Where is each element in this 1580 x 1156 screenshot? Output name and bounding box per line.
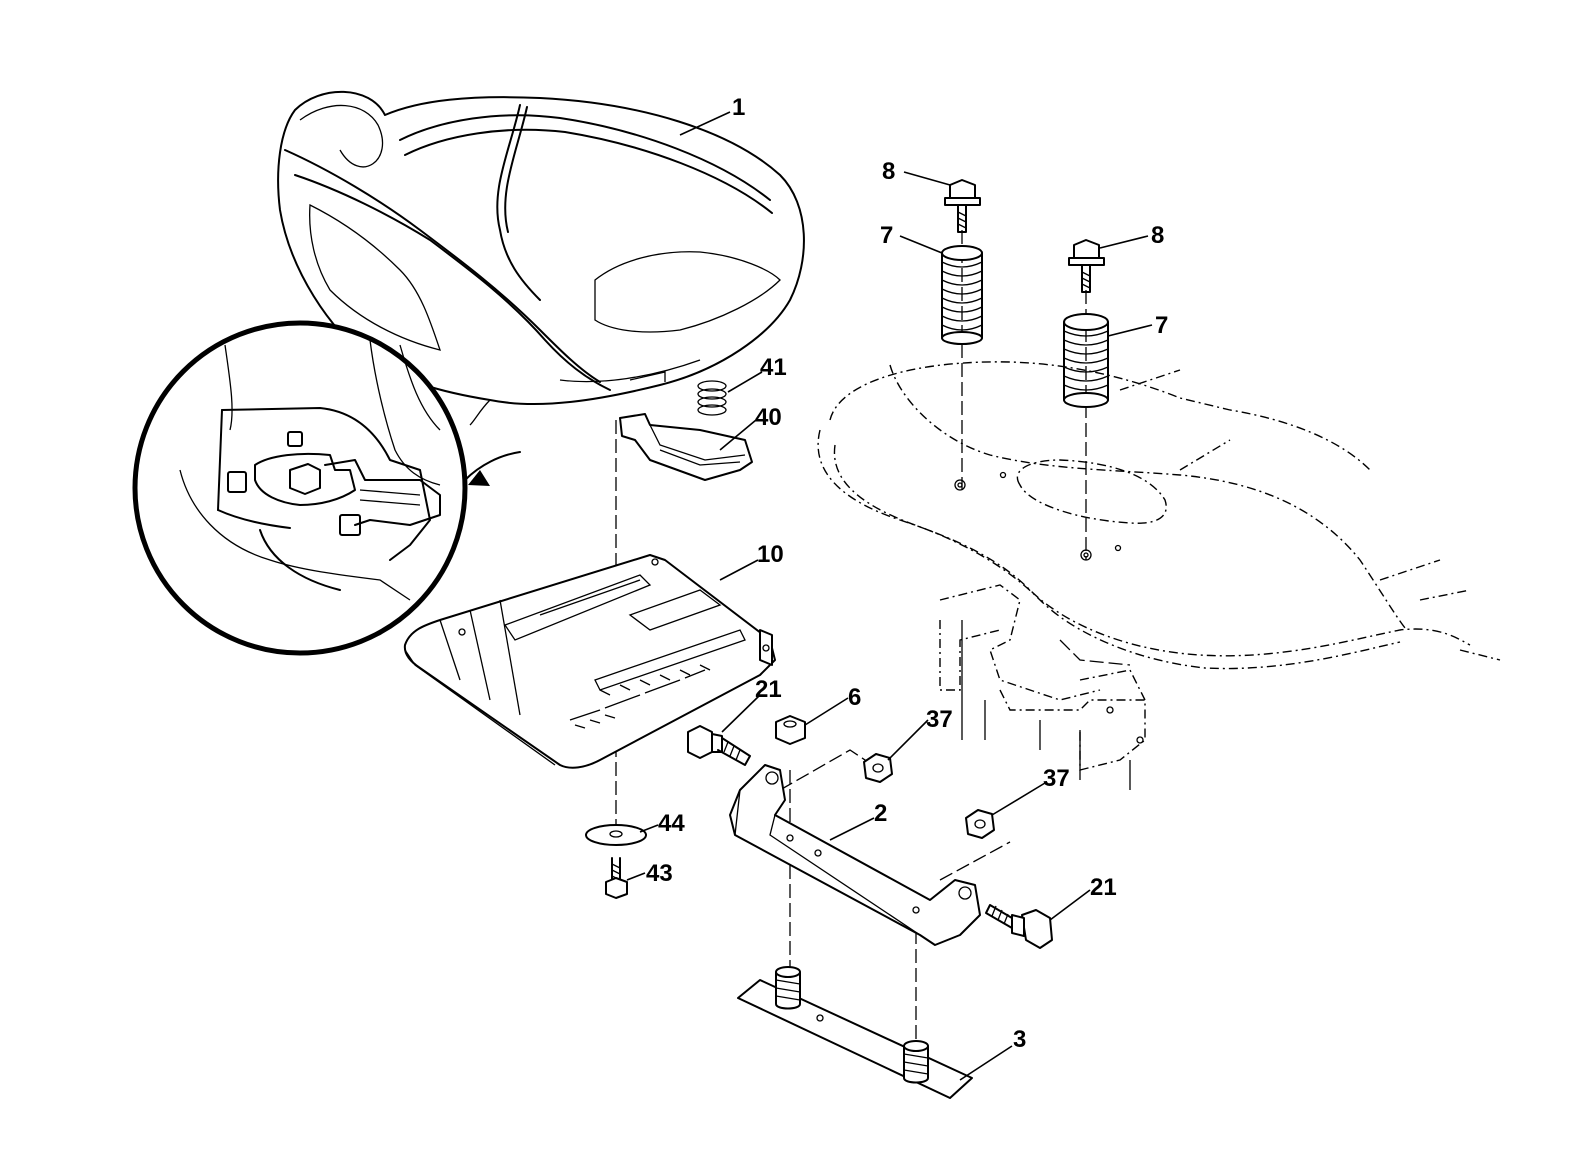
callout-40: 40 <box>755 404 782 431</box>
callout-41: 41 <box>760 354 787 381</box>
fender-outline <box>817 361 1501 790</box>
bracket-2 <box>729 764 981 946</box>
callout-7-left: 7 <box>880 222 894 249</box>
callout-6: 6 <box>848 684 862 711</box>
callout-37-lower: 37 <box>1043 765 1070 792</box>
callout-3: 3 <box>1013 1026 1027 1053</box>
bolt-43 <box>605 857 628 899</box>
leader-lines <box>626 111 1153 1081</box>
clip-40 <box>619 413 753 481</box>
callout-10: 10 <box>757 541 784 568</box>
detail-view-circle <box>132 320 521 656</box>
callout-44: 44 <box>658 810 685 837</box>
washer-44 <box>585 824 647 846</box>
base-plate-3 <box>737 966 973 1099</box>
callout-8-left: 8 <box>882 158 896 185</box>
spring-41 <box>697 380 727 416</box>
nut-37-upper <box>863 753 893 783</box>
callout-21-right: 21 <box>1090 874 1117 901</box>
callout-43: 43 <box>646 860 673 887</box>
shoulder-bolt-21-left <box>687 725 751 766</box>
seat-pan-10 <box>403 554 776 769</box>
seat-part-1 <box>277 90 805 426</box>
bolt-8-left <box>944 179 981 233</box>
callout-8-right: 8 <box>1151 222 1165 249</box>
shoulder-bolt-21-right <box>985 904 1053 949</box>
callout-2: 2 <box>874 800 888 827</box>
nut-6 <box>775 715 806 745</box>
callout-7-right: 7 <box>1155 312 1169 339</box>
callout-21-left: 21 <box>755 676 782 703</box>
spring-7-left <box>941 245 983 345</box>
bolt-8-right <box>1068 239 1105 293</box>
spring-7-right <box>1063 313 1109 408</box>
callout-1: 1 <box>732 94 746 121</box>
callout-37-upper: 37 <box>926 706 953 733</box>
nut-37-lower <box>965 809 995 839</box>
